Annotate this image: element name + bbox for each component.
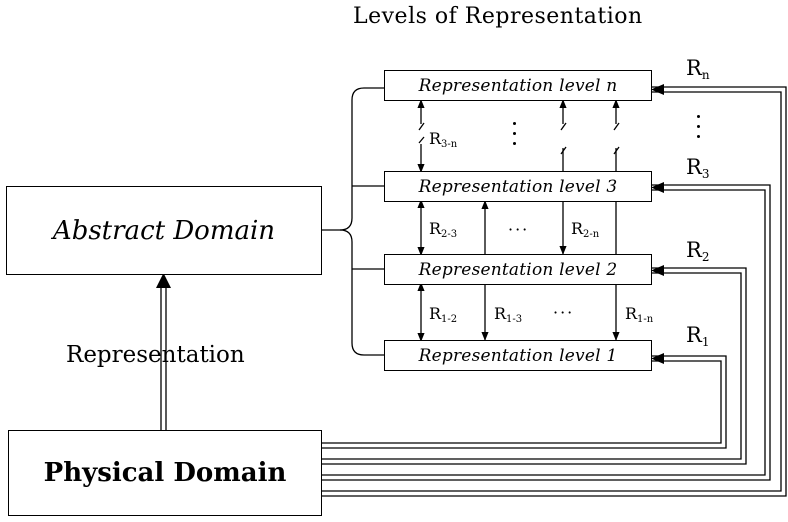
relation-label-1-n: R1-n: [625, 304, 654, 325]
vertical-ellipsis-right: [697, 115, 701, 145]
ellipsis-middle: ···: [508, 220, 530, 239]
side-label-r3: R3: [686, 155, 710, 181]
representation-level-3-label: Representation level 3: [418, 176, 618, 197]
side-label-r1: R1: [686, 323, 710, 349]
abstract-domain-box: Abstract Domain: [6, 186, 322, 275]
representation-level-n-label: Representation level n: [418, 75, 618, 96]
side-label-rn: Rn: [686, 56, 710, 82]
representation-level-3-box: Representation level 3: [384, 171, 652, 202]
representation-label: Representation: [66, 342, 245, 368]
representation-level-n-box: Representation level n: [384, 70, 652, 101]
relation-label-3-n: R3-n: [429, 129, 458, 150]
vertical-ellipsis-center: [513, 122, 517, 152]
representation-level-2-label: Representation level 2: [418, 259, 618, 280]
physical-domain-box: Physical Domain: [8, 430, 322, 516]
diagram-title: Levels of Representation: [353, 4, 643, 29]
relation-label-1-3: R1-3: [494, 304, 523, 325]
representation-level-2-box: Representation level 2: [384, 254, 652, 285]
side-label-r2: R2: [686, 238, 710, 264]
relation-label-2-n: R2-n: [571, 219, 600, 240]
ellipsis-lower: ···: [553, 303, 575, 322]
abstract-domain-label: Abstract Domain: [52, 215, 276, 246]
representation-level-1-label: Representation level 1: [418, 345, 618, 366]
relation-label-2-3: R2-3: [429, 219, 458, 240]
physical-domain-label: Physical Domain: [43, 458, 287, 488]
relation-label-1-2: R1-2: [429, 304, 458, 325]
representation-level-1-box: Representation level 1: [384, 340, 652, 371]
